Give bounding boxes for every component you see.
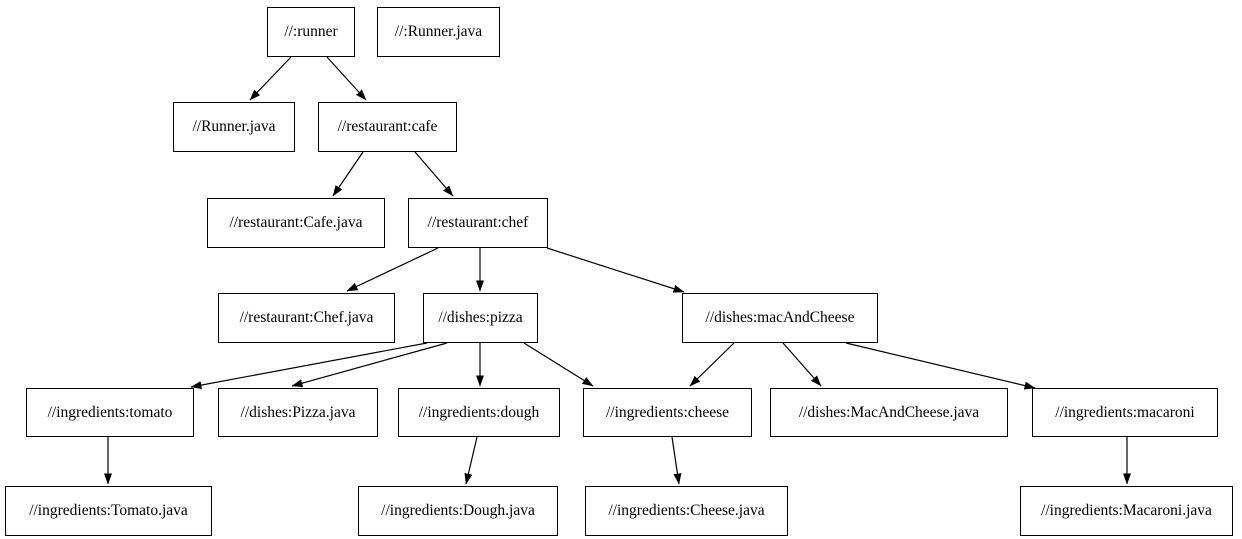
edge-dough-to-dough-java bbox=[464, 436, 478, 485]
node-pizza-java: //dishes:Pizza.java bbox=[218, 388, 378, 437]
node-mac-and-cheese-java: //dishes:MacAndCheese.java bbox=[770, 388, 1008, 437]
edge-mac-and-cheese-to-cheese bbox=[689, 342, 735, 387]
node-dough: //ingredients:dough bbox=[398, 388, 560, 437]
node-runner-java: //Runner.java bbox=[173, 102, 295, 152]
node-mac-and-cheese: //dishes:macAndCheese bbox=[682, 293, 878, 343]
node-pizza: //dishes:pizza bbox=[423, 293, 538, 343]
node-runner-java-standalone: //:Runner.java bbox=[377, 7, 500, 57]
node-cheese: //ingredients:cheese bbox=[583, 388, 752, 437]
node-macaroni: //ingredients:macaroni bbox=[1032, 388, 1218, 437]
node-runner: //:runner bbox=[267, 7, 355, 57]
edge-pizza-to-cheese bbox=[523, 342, 594, 387]
edge-runner-to-runner-java bbox=[249, 56, 292, 101]
edge-mac-and-cheese-to-macaroni bbox=[845, 342, 1036, 390]
node-dough-java: //ingredients:Dough.java bbox=[358, 486, 558, 536]
edge-runner-to-cafe bbox=[326, 56, 367, 101]
node-chef-java: //restaurant:Chef.java bbox=[218, 293, 395, 343]
edge-pizza-to-tomato bbox=[190, 342, 428, 390]
edge-mac-and-cheese-to-mac-java bbox=[782, 342, 822, 387]
node-tomato: //ingredients:tomato bbox=[26, 388, 194, 437]
edge-chef-to-mac-and-cheese bbox=[546, 247, 685, 293]
node-cafe-java: //restaurant:Cafe.java bbox=[207, 198, 385, 248]
node-macaroni-java: //ingredients:Macaroni.java bbox=[1020, 486, 1233, 536]
edge-cafe-to-chef bbox=[414, 151, 454, 197]
node-cheese-java: //ingredients:Cheese.java bbox=[585, 486, 788, 536]
edge-chef-to-chef-java bbox=[346, 247, 439, 292]
edge-cheese-to-cheese-java bbox=[671, 436, 682, 485]
node-chef: //restaurant:chef bbox=[408, 198, 548, 248]
edge-cafe-to-cafe-java bbox=[332, 151, 364, 197]
edge-pizza-to-pizza-java bbox=[291, 342, 448, 388]
node-cafe: //restaurant:cafe bbox=[318, 102, 457, 152]
node-tomato-java: //ingredients:Tomato.java bbox=[5, 486, 212, 536]
